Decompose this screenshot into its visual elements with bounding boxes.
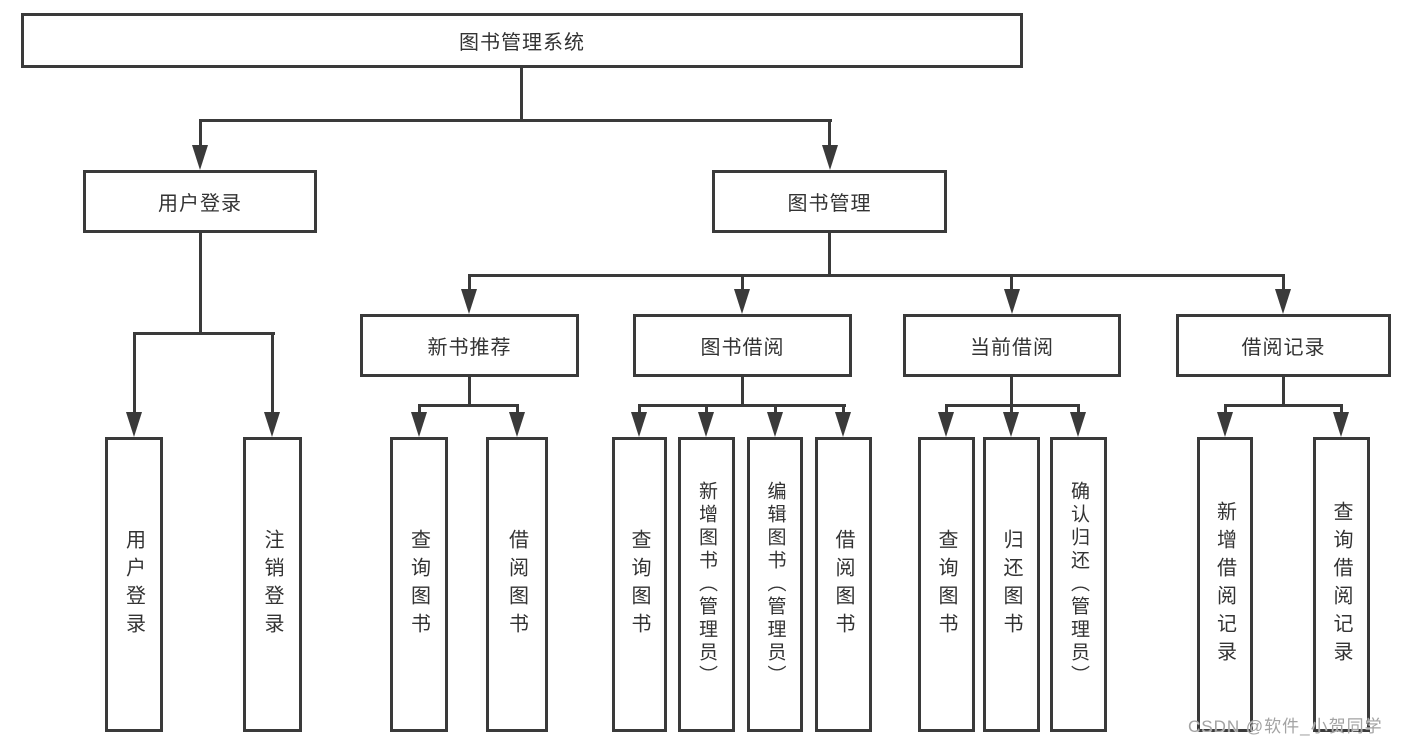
- node-label: 借阅记录: [1241, 337, 1326, 359]
- node-return-books: 归还图书: [983, 437, 1040, 732]
- node-label: 编辑图书（管理员）: [764, 481, 786, 688]
- csdn-watermark: CSDN @软件_小贺同学: [1188, 717, 1383, 736]
- arrow-down-icon: [264, 412, 280, 437]
- arrow-down-icon: [126, 412, 142, 437]
- arrow-down-icon: [1275, 289, 1291, 314]
- connector-line: [741, 274, 744, 292]
- node-query-books-current: 查询图书: [918, 437, 975, 732]
- connector-line: [468, 377, 471, 407]
- arrow-down-icon: [767, 412, 783, 437]
- arrow-down-icon: [1217, 412, 1233, 437]
- node-query-borrow-record: 查询借阅记录: [1313, 437, 1370, 732]
- node-current-borrowing: 当前借阅: [903, 314, 1121, 377]
- node-add-books-admin: 新增图书（管理员）: [678, 437, 735, 732]
- connector-line: [945, 404, 948, 416]
- connector-line: [828, 119, 831, 149]
- arrow-down-icon: [411, 412, 427, 437]
- connector-line: [741, 377, 744, 407]
- node-label: 查询图书: [628, 528, 650, 641]
- connector-line: [199, 233, 202, 335]
- connector-line: [271, 332, 274, 414]
- arrow-down-icon: [822, 145, 838, 170]
- arrow-down-icon: [835, 412, 851, 437]
- connector-line: [638, 404, 641, 416]
- arrow-down-icon: [461, 289, 477, 314]
- arrow-down-icon: [1070, 412, 1086, 437]
- connector-line: [199, 119, 832, 122]
- node-borrow-books: 借阅图书: [815, 437, 872, 732]
- connector-line: [468, 274, 471, 292]
- node-add-borrow-record: 新增借阅记录: [1197, 437, 1253, 732]
- connector-line: [774, 404, 777, 416]
- connector-line: [199, 119, 202, 149]
- node-query-books-recommend: 查询图书: [390, 437, 448, 732]
- node-label: 用户登录: [158, 193, 242, 215]
- node-edit-books-admin: 编辑图书（管理员）: [747, 437, 803, 732]
- connector-line: [638, 404, 846, 407]
- node-label: 查询借阅记录: [1330, 500, 1352, 669]
- connector-line: [133, 332, 136, 414]
- connector-line: [1282, 274, 1285, 292]
- connector-line: [418, 404, 421, 416]
- node-label: 用户登录: [122, 528, 145, 641]
- arrow-down-icon: [734, 289, 750, 314]
- connector-line: [1282, 377, 1285, 407]
- node-label: 当前借阅: [970, 337, 1054, 359]
- node-label: 新增借阅记录: [1213, 500, 1236, 669]
- node-label: 图书管理系统: [459, 32, 585, 54]
- node-book-borrowing: 图书借阅: [633, 314, 852, 377]
- node-label: 查询图书: [407, 528, 430, 641]
- connector-line: [133, 332, 275, 335]
- arrow-down-icon: [938, 412, 954, 437]
- node-borrow-books-recommend: 借阅图书: [486, 437, 548, 732]
- connector-line: [418, 404, 519, 407]
- node-borrowing-records: 借阅记录: [1176, 314, 1391, 377]
- node-label: 新增图书（管理员）: [696, 481, 717, 688]
- connector-line: [516, 404, 519, 416]
- connector-line: [842, 404, 845, 416]
- connector-line: [1224, 404, 1227, 416]
- node-label: 查询图书: [935, 528, 957, 641]
- connector-line: [1340, 404, 1343, 416]
- connector-line: [1010, 377, 1013, 407]
- node-label: 借阅图书: [832, 528, 854, 641]
- arrow-down-icon: [192, 145, 208, 170]
- node-label: 借阅图书: [505, 528, 528, 641]
- node-label: 确认归还（管理员）: [1068, 481, 1089, 688]
- node-user-login: 用户登录: [83, 170, 317, 233]
- arrow-down-icon: [1003, 412, 1019, 437]
- node-label: 图书借阅: [700, 337, 785, 359]
- arrow-down-icon: [509, 412, 525, 437]
- connector-line: [1077, 404, 1080, 416]
- arrow-down-icon: [1333, 412, 1349, 437]
- connector-line: [1224, 404, 1343, 407]
- connector-line: [705, 404, 708, 416]
- node-library-management-system: 图书管理系统: [21, 13, 1023, 68]
- node-confirm-return-admin: 确认归还（管理员）: [1050, 437, 1107, 732]
- connector-line: [1010, 404, 1013, 416]
- arrow-down-icon: [631, 412, 647, 437]
- node-user-login-leaf: 用户登录: [105, 437, 163, 732]
- arrow-down-icon: [1004, 289, 1020, 314]
- node-label: 归还图书: [1000, 528, 1022, 641]
- connector-line: [828, 233, 831, 277]
- node-label: 新书推荐: [427, 337, 512, 359]
- node-book-management: 图书管理: [712, 170, 947, 233]
- connector-line: [520, 68, 523, 122]
- node-label: 图书管理: [787, 193, 872, 215]
- node-query-books-borrow: 查询图书: [612, 437, 667, 732]
- node-logout: 注销登录: [243, 437, 302, 732]
- arrow-down-icon: [698, 412, 714, 437]
- connector-line: [468, 274, 1285, 277]
- node-new-book-recommendation: 新书推荐: [360, 314, 579, 377]
- connector-line: [1010, 274, 1013, 292]
- node-label: 注销登录: [261, 528, 283, 641]
